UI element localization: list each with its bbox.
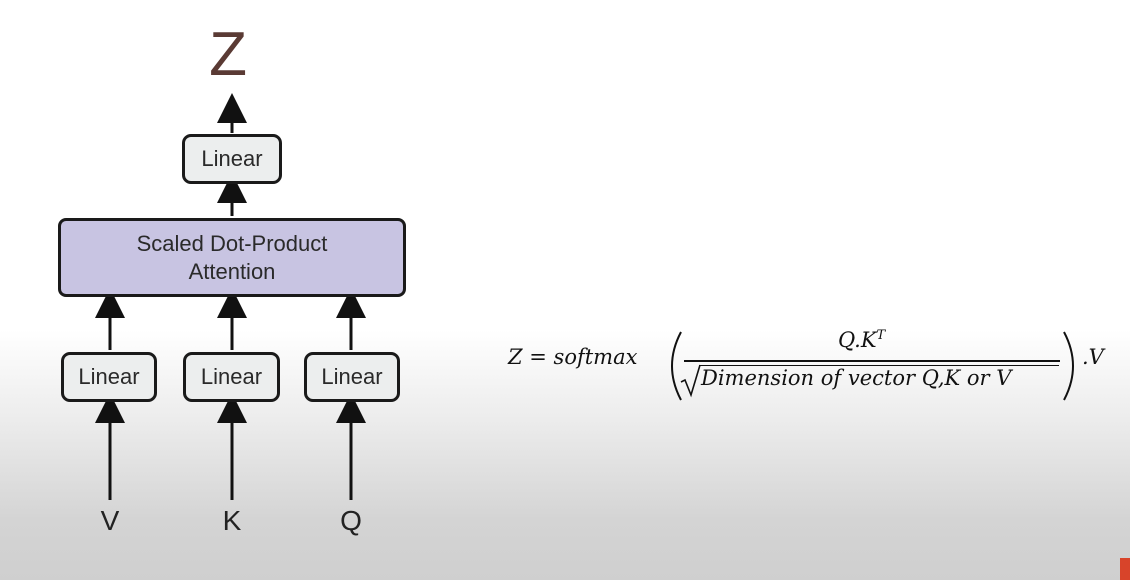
linear-q-label: Linear: [321, 364, 383, 389]
right-paren-icon: [1063, 331, 1074, 401]
formula-tail: .V: [1082, 345, 1104, 369]
linear-k-box: Linear: [183, 352, 280, 402]
formula-numerator-sup: T: [876, 328, 886, 343]
sqrt-icon: [680, 364, 701, 398]
output-z-label: Z: [209, 20, 247, 89]
input-v-label: V: [100, 505, 120, 536]
attention-formula: Z = softmax Q.KT Dimension of vector Q,K…: [508, 322, 1128, 402]
sqrt-bar: [699, 365, 1059, 366]
fraction-bar: [684, 360, 1060, 362]
attention-label-line1: Scaled Dot-Product: [136, 230, 328, 256]
corner-badge: [1120, 558, 1130, 580]
formula-numerator-text: Q.K: [838, 328, 877, 352]
linear-v-label: Linear: [78, 364, 140, 389]
formula-numerator: Q.KT: [838, 328, 885, 352]
attention-label-line2: Attention: [188, 258, 276, 284]
linear-k-label: Linear: [200, 364, 263, 389]
linear-v-box: Linear: [61, 352, 157, 402]
scaled-dot-product-attention-box: Scaled Dot-Product Attention: [58, 218, 406, 297]
output-linear-box: Linear: [182, 134, 282, 184]
input-k-label: K: [222, 505, 242, 536]
left-paren-icon: [671, 331, 682, 401]
output-linear-label: Linear: [201, 146, 263, 171]
linear-q-box: Linear: [304, 352, 400, 402]
formula-denominator: Dimension of vector Q,K or V: [701, 366, 1012, 390]
input-q-label: Q: [340, 505, 362, 536]
formula-lhs: Z = softmax: [508, 345, 638, 369]
